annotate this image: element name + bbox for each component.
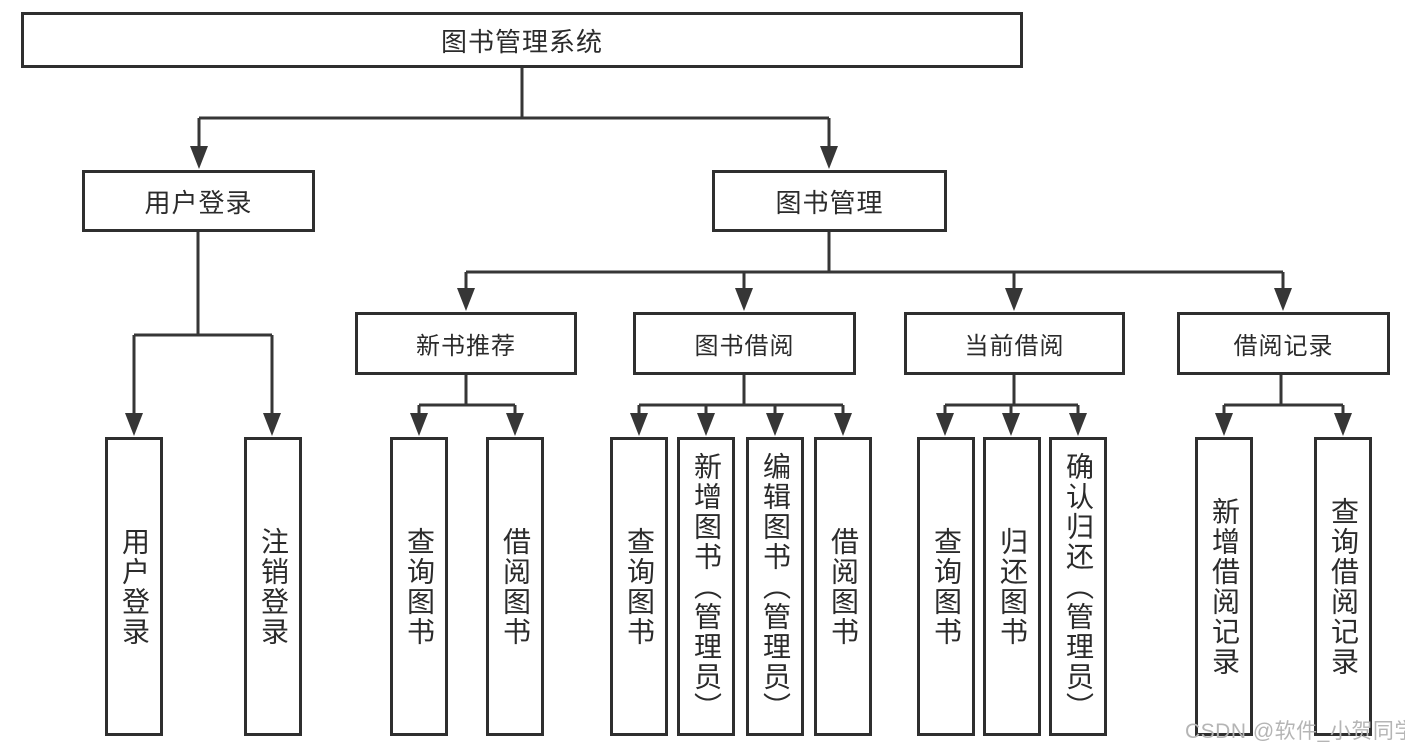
leaf-confirm-return-admin: 确认归还（管理员） <box>1049 437 1107 736</box>
node-label: 用户登录 <box>144 187 253 218</box>
node-label: 图书管理 <box>775 187 884 218</box>
leaf-label: 查询借阅记录 <box>1328 496 1359 677</box>
leaf-label: 新增借阅记录 <box>1209 496 1240 677</box>
leaf-label: 借阅图书 <box>500 526 531 647</box>
csdn-watermark: CSDN @软件_小贺同学 <box>1185 720 1405 743</box>
leaf-add-borrow-record: 新增借阅记录 <box>1195 437 1253 736</box>
node-book-borrowing: 图书借阅 <box>633 312 856 375</box>
leaf-label: 借阅图书 <box>828 526 859 647</box>
node-book-management: 图书管理 <box>712 170 947 232</box>
connector-root-to-level2 <box>190 68 838 169</box>
connector-user-login-to-leaves <box>125 232 281 436</box>
connector-book-borrow-to-leaves <box>630 375 852 436</box>
leaf-query-borrow-record: 查询借阅记录 <box>1314 437 1372 736</box>
connector-borrow-records-to-leaves <box>1215 375 1352 436</box>
node-label: 当前借阅 <box>964 333 1065 360</box>
node-label: 图书管理系统 <box>440 26 603 57</box>
leaf-return-books: 归还图书 <box>983 437 1041 736</box>
node-label: 新书推荐 <box>416 333 516 360</box>
node-borrowing-records: 借阅记录 <box>1177 312 1390 375</box>
leaf-label: 查询图书 <box>624 526 655 647</box>
leaf-label: 注销登录 <box>258 526 289 647</box>
leaf-label: 用户登录 <box>119 526 150 647</box>
node-label: 图书借阅 <box>694 333 795 360</box>
leaf-label: 查询图书 <box>931 526 962 647</box>
node-user-login: 用户登录 <box>82 170 315 232</box>
leaf-label: 新增图书（管理员） <box>691 451 722 722</box>
leaf-user-login: 用户登录 <box>105 437 163 736</box>
leaf-borrow-books: 借阅图书 <box>814 437 872 736</box>
leaf-label: 查询图书 <box>404 526 435 647</box>
node-current-borrowing: 当前借阅 <box>904 312 1125 375</box>
leaf-add-book-admin: 新增图书（管理员） <box>677 437 735 736</box>
leaf-label: 编辑图书（管理员） <box>760 451 791 722</box>
node-label: 借阅记录 <box>1233 333 1334 360</box>
connector-current-borrow-to-leaves <box>936 375 1087 436</box>
leaf-query-books: 查询图书 <box>390 437 448 736</box>
connector-book-mgmt-to-level3 <box>457 232 1292 311</box>
leaf-query-books: 查询图书 <box>610 437 668 736</box>
leaf-logout: 注销登录 <box>244 437 302 736</box>
leaf-label: 确认归还（管理员） <box>1063 451 1094 722</box>
node-library-management-system: 图书管理系统 <box>21 12 1023 68</box>
leaf-borrow-books: 借阅图书 <box>486 437 544 736</box>
leaf-label: 归还图书 <box>997 526 1028 647</box>
connector-new-books-to-leaves <box>410 375 524 436</box>
node-new-book-recommend: 新书推荐 <box>355 312 577 375</box>
leaf-edit-book-admin: 编辑图书（管理员） <box>746 437 804 736</box>
leaf-query-books: 查询图书 <box>917 437 975 736</box>
